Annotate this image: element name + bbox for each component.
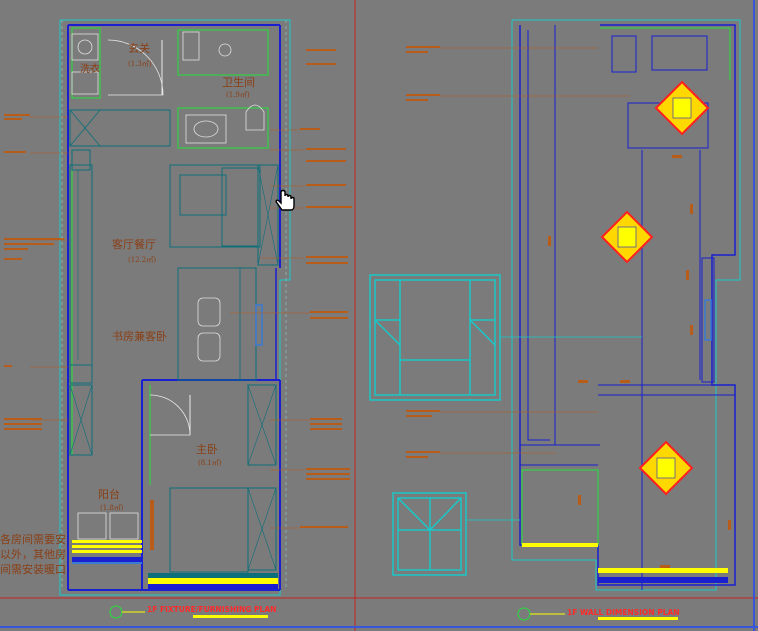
room-area-living: (12.2㎡)	[128, 256, 156, 264]
sheet-title-right: 1F WALL DIMENSION PLAN	[567, 608, 680, 617]
window-small	[392, 492, 467, 576]
note-line-2: 以外，其他房	[0, 548, 66, 561]
room-label-living: 客厅餐厅	[112, 237, 156, 251]
room-label-balcony: 阳台	[98, 487, 120, 501]
room-area-master: (8.1㎡)	[198, 459, 222, 467]
room-label-laundry: 洗衣	[80, 62, 100, 75]
sheet-title-left: 1F FIXTURE/FURNISHING PLAN	[147, 605, 276, 614]
room-label-study: 书房兼客卧	[112, 329, 167, 343]
room-label-bath: 卫生间	[222, 75, 255, 89]
left-plan	[4, 19, 352, 619]
room-area-bath: (1.9㎡)	[226, 91, 250, 99]
ceiling-light-marker-2	[600, 210, 654, 264]
note-line-1: 各房间需要安	[0, 532, 66, 546]
ceiling-light-marker-1	[654, 80, 710, 136]
right-plan	[369, 19, 741, 621]
room-label-master: 主卧	[196, 443, 218, 456]
hand-cursor-icon	[275, 189, 295, 211]
room-area-entry: (1.3㎡)	[128, 60, 152, 68]
ceiling-light-marker-3	[638, 440, 694, 496]
room-area-balcony: (1.8㎡)	[100, 504, 124, 512]
window-large	[369, 274, 501, 401]
room-label-entry: 玄关	[128, 41, 150, 55]
note-line-3: 间需安装暖口	[0, 562, 66, 576]
